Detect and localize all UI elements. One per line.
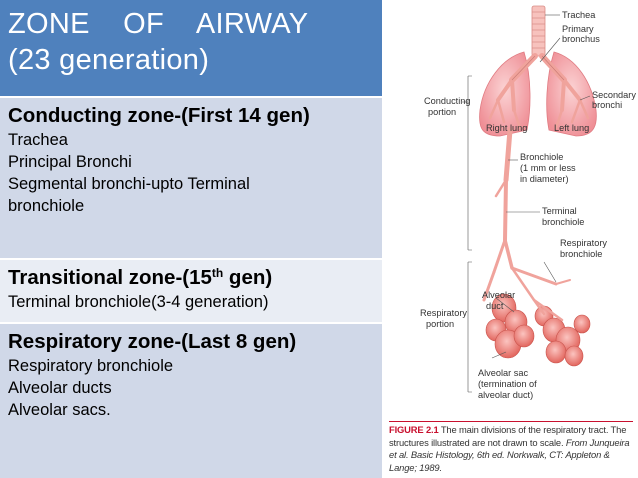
label-alveolar-duct-1: Alveolar [482, 290, 515, 300]
zone-item: Respiratory bronchiole [8, 357, 174, 375]
figure-caption: FIGURE 2.1 The main divisions of the res… [389, 424, 635, 474]
label-respiratory-bronchiole-2: bronchiole [560, 249, 602, 259]
caption-rule [389, 421, 633, 422]
label-alveolar-sac-2: (termination of [478, 379, 537, 389]
zone-item: bronchiole [8, 197, 85, 215]
trachea-shape [531, 5, 546, 57]
transitional-zone-title: Transitional zone-(15th gen) [8, 266, 273, 289]
respiratory-zone-row: Respiratory zone-(Last 8 gen) Respirator… [0, 324, 382, 478]
zone-item: Alveolar sacs. [8, 401, 111, 419]
alveolar-sacs [485, 293, 591, 367]
zone-item: Alveolar ducts [8, 379, 112, 397]
zone-item: Principal Bronchi [8, 153, 132, 171]
respiratory-zone-title: Respiratory zone-(Last 8 gen) [8, 330, 297, 353]
zone-item: Segmental bronchi-upto Terminal [8, 175, 250, 193]
label-bronchiole-3: in diameter) [520, 174, 569, 184]
label-alveolar-duct-2: duct [486, 301, 504, 311]
label-alveolar-sac-1: Alveolar sac [478, 368, 528, 378]
label-respiratory-portion-1: Respiratory [420, 308, 467, 318]
label-conducting-portion-2: portion [428, 107, 456, 117]
label-secondary-bronchi-1: Secondary [592, 90, 636, 100]
label-left-lung: Left lung [554, 123, 589, 133]
label-bronchiole-1: Bronchiole [520, 152, 563, 162]
zone-item: Trachea [8, 131, 68, 149]
airway-zones-table: ZONE OF AIRWAY (23 generation) Conductin… [0, 0, 382, 478]
label-alveolar-sac-3: alveolar duct) [478, 390, 533, 400]
transitional-zone-row: Transitional zone-(15th gen) Terminal br… [0, 260, 382, 322]
zone-item: Terminal bronchiole(3-4 generation) [8, 293, 269, 311]
label-terminal-bronchiole-2: bronchiole [542, 217, 584, 227]
label-terminal-bronchiole-1: Terminal [542, 206, 577, 216]
label-primary-bronchus-2: bronchus [562, 34, 600, 44]
header-title-line1: ZONE OF AIRWAY [8, 8, 309, 40]
label-bronchiole-2: (1 mm or less [520, 163, 576, 173]
label-conducting-portion-1: Conducting [424, 96, 470, 106]
figure-label: FIGURE 2.1 [389, 424, 439, 435]
respiratory-tract-illustration: Trachea Primary bronchus Secondary bronc… [420, 5, 636, 400]
label-secondary-bronchi-2: bronchi [592, 100, 622, 110]
header-title-line2: (23 generation) [8, 44, 210, 76]
label-trachea: Trachea [562, 10, 596, 20]
label-respiratory-portion-2: portion [426, 319, 454, 329]
caption-citation: From Junqueira et al. Basic Histology, 6… [389, 436, 630, 473]
respiratory-tract-figure: Trachea Primary bronchus Secondary bronc… [384, 0, 638, 478]
table-header: ZONE OF AIRWAY (23 generation) [0, 0, 382, 96]
label-primary-bronchus-1: Primary [562, 24, 594, 34]
conducting-zone-row: Conducting zone-(First 14 gen) Trachea P… [0, 98, 382, 258]
label-right-lung: Right lung [486, 123, 527, 133]
conducting-zone-title: Conducting zone-(First 14 gen) [8, 104, 310, 127]
caption-text: The main divisions of the respiratory tr… [389, 424, 627, 448]
label-respiratory-bronchiole-1: Respiratory [560, 238, 607, 248]
